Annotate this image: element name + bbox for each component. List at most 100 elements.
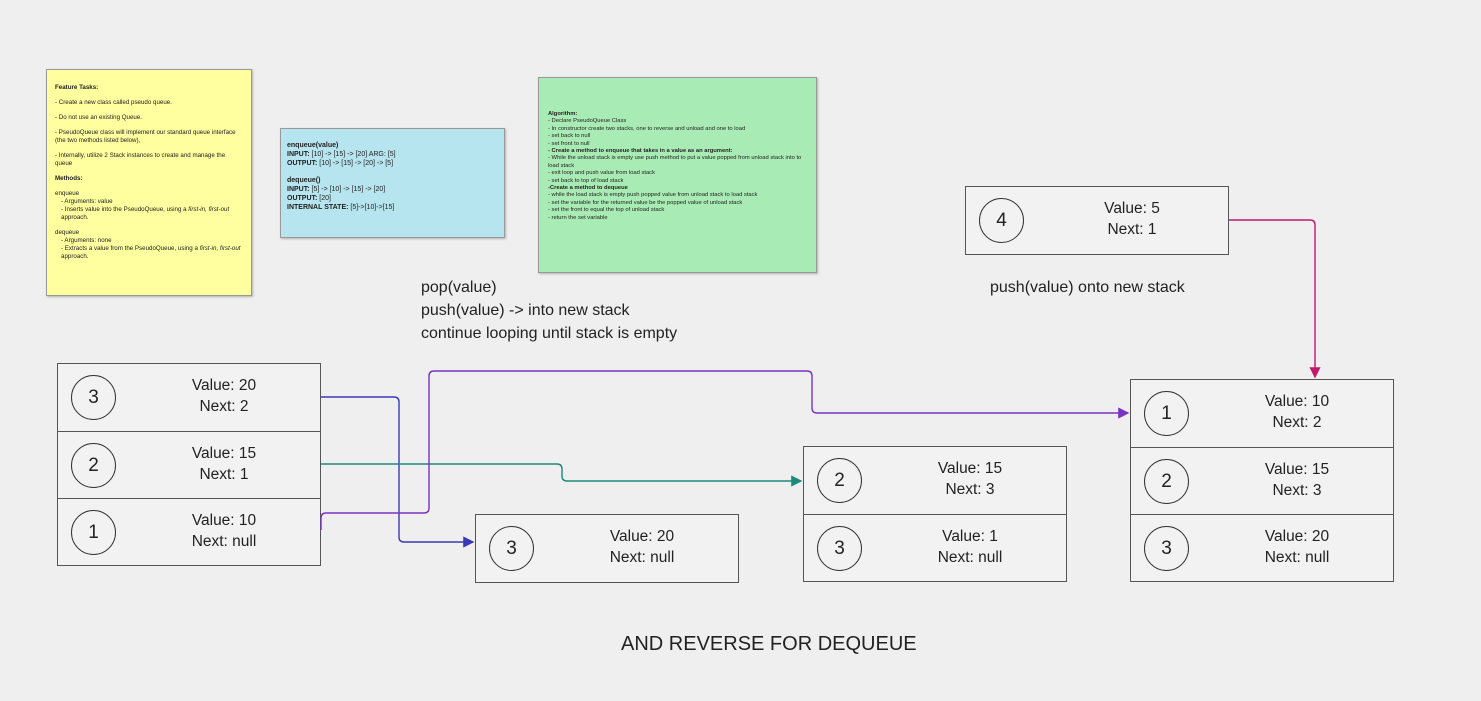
node-value: Value: 10 (191, 512, 257, 529)
node-index-circle: 3 (489, 526, 534, 571)
node-index-circle: 2 (71, 443, 116, 488)
algorithm-title: Algorithm: (548, 111, 578, 117)
node-values: Value: 20 Next: null (1201, 526, 1393, 568)
caption-line: pop(value) (421, 279, 497, 296)
arrow-purple (320, 370, 1130, 530)
node-value: Value: 15 (937, 460, 1003, 477)
algorithm-lines: - Declare PseudoQueue Class- In construc… (548, 118, 807, 222)
pop-push-caption: pop(value) push(value) -> into new stack… (421, 276, 677, 345)
enqueue-input: INPUT: [10] -> [15] -> [20] ARG: [5] (287, 151, 396, 158)
node-values: Value: 15 Next: 3 (1201, 459, 1393, 501)
enqueue-args: - Arguments: value (61, 198, 113, 205)
arrow-magenta (1229, 219, 1321, 379)
node-value: Value: 10 (1264, 393, 1330, 410)
stack-node: 3 Value: 20 Next: 2 (58, 364, 320, 431)
node-next: Next: null (191, 533, 257, 550)
original-stack: 3 Value: 20 Next: 2 2 Value: 15 Next: 1 1 Value… (57, 363, 321, 566)
internal-state: INTERNAL STATE: [5]->[10]->[15] (287, 204, 395, 211)
node-next: Next: null (609, 549, 675, 566)
node-values: Value: 15 Next: 1 (128, 443, 320, 485)
dequeue-method-name: dequeue (55, 229, 80, 236)
node-value: Value: 15 (191, 445, 257, 462)
algorithm-line: - set the front to equal the top of unlo… (548, 207, 665, 214)
node-values: Value: 20 Next: null (546, 526, 738, 568)
feature-line: - PseudoQueue class will implement our s… (55, 129, 236, 144)
algorithm-line: - In constructor create two stacks, one … (548, 125, 746, 132)
algorithm-line: - set front to null (548, 140, 590, 147)
node-values: Value: 15 Next: 3 (874, 458, 1066, 500)
node-index-circle: 1 (1144, 391, 1189, 436)
dequeue-title: dequeue() (287, 177, 321, 184)
feature-line: - Create a new class called pseudo queue… (55, 99, 172, 106)
node-value: Value: 5 (1104, 200, 1160, 217)
node-values: Value: 5 Next: 1 (1036, 198, 1228, 240)
node-value: Value: 20 (191, 377, 257, 394)
node-index-circle: 2 (817, 458, 862, 503)
algorithm-line: - Create a method to enqueue that takes … (548, 148, 733, 155)
algorithm-line: - set back to top of load stack (548, 177, 624, 184)
feature-line: - Internally, utilize 2 Stack instances … (55, 152, 226, 167)
dequeue-input: INPUT: [5] -> [10] -> [15] -> [20] (287, 186, 386, 193)
node-index-circle: 2 (1144, 459, 1189, 504)
node-index-circle: 4 (979, 198, 1024, 243)
node-index-circle: 3 (817, 526, 862, 571)
stack-node: 1 Value: 10 Next: null (58, 498, 320, 565)
caption-line: push(value) -> into new stack (421, 302, 630, 319)
node-next: Next: 2 (199, 398, 249, 415)
node-value: Value: 15 (1264, 461, 1330, 478)
node-index-circle: 1 (71, 510, 116, 555)
feature-title: Feature Tasks: (55, 84, 99, 91)
feature-line: - Do not use an existing Queue. (55, 114, 143, 121)
methods-title: Methods: (55, 175, 83, 182)
node-next: Next: 3 (1272, 482, 1322, 499)
stack-node: 2 Value: 15 Next: 3 (1131, 447, 1393, 514)
dequeue-args: - Arguments: none (61, 237, 112, 244)
stack-node: 3 Value: 20 Next: null (1131, 514, 1393, 581)
algorithm-line: - set the variable for the returned valu… (548, 199, 743, 206)
node-value: Value: 20 (1264, 528, 1330, 545)
feature-tasks-note: Feature Tasks: - Create a new class call… (46, 69, 252, 296)
node-next: Next: 3 (945, 481, 995, 498)
stack-node: 3 Value: 20 Next: null (476, 515, 738, 582)
algorithm-line: - return the set variable (548, 214, 608, 221)
algorithm-line: - While the unload stack is empty use pu… (548, 155, 802, 169)
node-value: Value: 1 (942, 528, 998, 545)
result-stack: 1 Value: 10 Next: 2 2 Value: 15 Next: 3 3 Value… (1130, 379, 1394, 582)
dequeue-output: OUTPUT: [20] (287, 195, 331, 202)
enqueue-output: OUTPUT: [10] -> [15] -> [20] -> [5] (287, 160, 394, 167)
dequeue-desc: - Extracts a value from the PseudoQueue,… (61, 245, 241, 260)
node-index-circle: 3 (1144, 526, 1189, 571)
node-index-circle: 3 (71, 375, 116, 420)
node-next: Next: 1 (1107, 221, 1157, 238)
node-value: Value: 20 (609, 528, 675, 545)
stack-node: 2 Value: 15 Next: 3 (804, 447, 1066, 514)
temp-stack-single: 3 Value: 20 Next: null (475, 514, 739, 583)
node-values: Value: 20 Next: 2 (128, 375, 320, 417)
new-node-stack: 4 Value: 5 Next: 1 (965, 186, 1229, 255)
node-next: Next: null (1264, 549, 1330, 566)
algorithm-line: -Create a method to dequeue (548, 185, 628, 192)
stack-node: 2 Value: 15 Next: 1 (58, 431, 320, 498)
enqueue-title: enqueue(value) (287, 142, 339, 149)
algorithm-line: - set back to null (548, 133, 591, 140)
enqueue-method-name: enqueue (55, 190, 80, 197)
algorithm-line: - exit loop and push value from load sta… (548, 170, 655, 177)
node-next: Next: 1 (199, 466, 249, 483)
stack-node: 1 Value: 10 Next: 2 (1131, 380, 1393, 447)
node-next: Next: 2 (1272, 414, 1322, 431)
node-values: Value: 10 Next: null (128, 510, 320, 552)
arrow-blue (321, 396, 475, 548)
push-new-stack-caption: push(value) onto new stack (990, 279, 1185, 296)
enqueue-dequeue-note: enqueue(value) INPUT: [10] -> [15] -> [2… (280, 128, 505, 238)
enqueue-desc: - Inserts value into the PseudoQueue, us… (61, 206, 230, 221)
algorithm-note: Algorithm: - Declare PseudoQueue Class- … (538, 77, 817, 273)
node-values: Value: 10 Next: 2 (1201, 391, 1393, 433)
reverse-dequeue-caption: AND REVERSE FOR DEQUEUE (621, 633, 917, 655)
algorithm-line: - while the load stack is empty push pop… (548, 192, 758, 199)
algorithm-line: - Declare PseudoQueue Class (548, 118, 627, 125)
arrow-teal (321, 463, 803, 487)
